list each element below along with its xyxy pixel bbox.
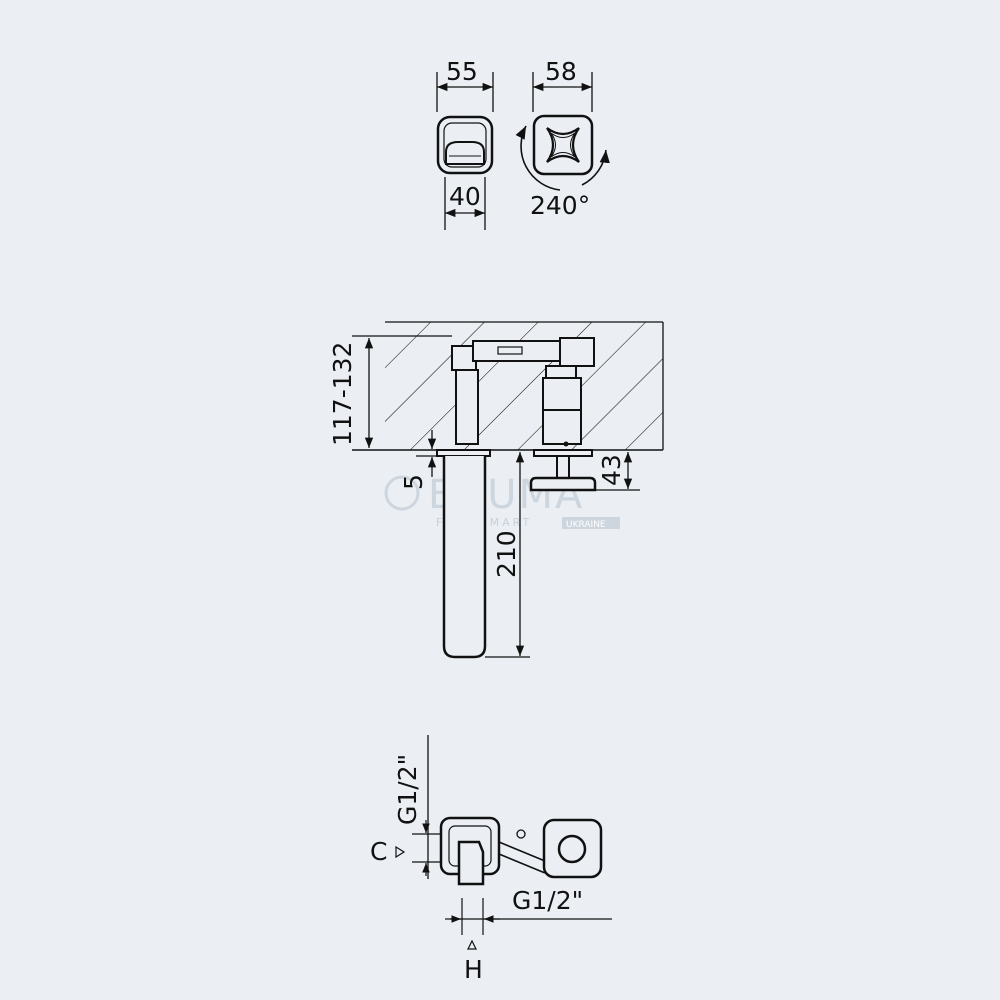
- front-view-spout: [515, 72, 610, 191]
- dim-handle-width-bottom: 40: [449, 182, 481, 211]
- rotation-arc-right: [581, 149, 610, 186]
- dim-connection-vertical: G1/2": [393, 754, 422, 825]
- watermark-tag-box: [562, 517, 620, 529]
- spout-concealed-body: [455, 369, 479, 445]
- spout-plan: [457, 840, 485, 886]
- marker-c-triangle: [395, 845, 406, 859]
- marker-h-triangle: [467, 939, 477, 950]
- drop-logo-icon: [384, 475, 420, 511]
- dim-wall-depth: 117-132: [328, 342, 357, 446]
- dim-spout-width-top: 58: [545, 57, 577, 86]
- dim-handle-projection: 43: [597, 454, 626, 486]
- side-view: [352, 321, 664, 659]
- marker-h-label: H: [464, 955, 483, 984]
- spout-cover-plate: [436, 449, 491, 457]
- handle-lever: [445, 141, 485, 165]
- dim-handle-width-top: 55: [446, 57, 478, 86]
- spout: [442, 456, 487, 659]
- cross-handle-star: [546, 127, 580, 163]
- marker-c-label: C: [370, 837, 387, 866]
- watermark-tag: UKRAINE: [566, 520, 606, 530]
- dim-connection-horizontal: G1/2": [512, 886, 583, 915]
- handle-stem: [556, 455, 570, 479]
- connection-pipe: [498, 841, 546, 874]
- rotation-arc-left: [515, 125, 561, 191]
- handle-plate-plan: [542, 818, 603, 879]
- dim-plate-gap: 5: [399, 474, 428, 490]
- handle-body: [436, 115, 494, 175]
- cartridge-body: [542, 377, 582, 411]
- plan-view: [395, 735, 612, 950]
- handle-knob-plan: [557, 834, 587, 864]
- dim-rotation-angle: 240°: [530, 191, 590, 220]
- cross-handle-body: [532, 114, 594, 176]
- dim-spout-height: 210: [492, 530, 521, 578]
- handle-knob: [529, 476, 597, 492]
- front-view-handle: [436, 72, 494, 230]
